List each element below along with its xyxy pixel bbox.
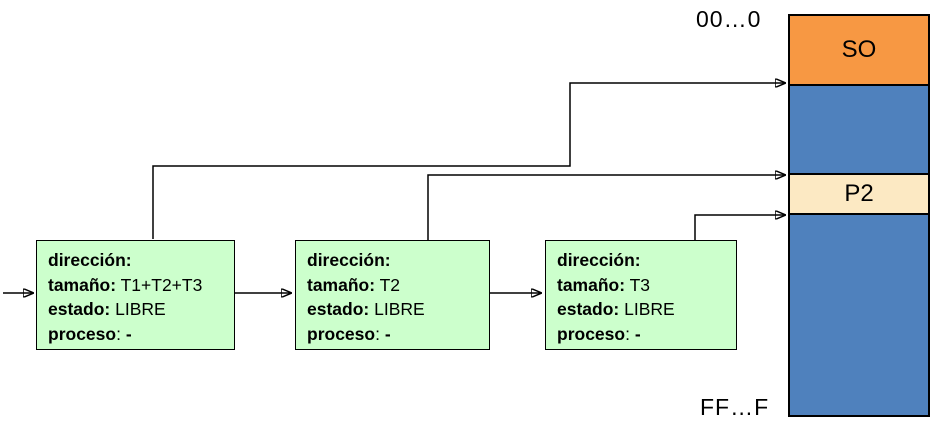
field-row: estado: LIBRE — [48, 297, 234, 322]
field-label: estado: — [557, 299, 620, 319]
field-row: tamaño: T1+T2+T3 — [48, 273, 234, 298]
field-label: dirección: — [557, 250, 641, 270]
field-value: : — [625, 323, 635, 344]
field-value: LIBRE — [369, 299, 425, 319]
memory-segment-p2: P2 — [790, 175, 928, 215]
memory-segment-free-1 — [790, 86, 928, 175]
field-value-dash: - — [125, 323, 132, 344]
memory-map-column: SO P2 — [788, 14, 930, 417]
field-row: proceso: - — [48, 322, 234, 347]
address-label-bottom: FF…F — [700, 394, 770, 420]
field-label: dirección: — [48, 250, 132, 270]
free-block-node-2: dirección: tamaño: T2 estado: LIBRE proc… — [295, 240, 490, 350]
field-value: T1+T2+T3 — [116, 274, 203, 295]
address-label-top: 00…0 — [696, 6, 762, 32]
memory-segment-so: SO — [790, 16, 928, 86]
field-label: estado: — [307, 299, 370, 319]
field-label: tamaño: — [557, 274, 626, 295]
field-label: proceso — [557, 323, 626, 344]
field-row: dirección: — [557, 248, 736, 273]
field-row: tamaño: T3 — [557, 273, 736, 298]
field-row: tamaño: T2 — [307, 273, 489, 298]
pointer-node1-to-memory — [152, 83, 785, 239]
field-row: proceso: - — [307, 322, 489, 347]
field-label: dirección: — [307, 250, 391, 270]
field-row: proceso: - — [557, 322, 736, 347]
field-value: : — [116, 323, 126, 344]
field-value-dash: - — [634, 323, 641, 344]
field-row: dirección: — [307, 248, 489, 273]
field-value: T2 — [375, 274, 401, 295]
field-value: LIBRE — [619, 299, 675, 319]
free-block-node-1: dirección: tamaño: T1+T2+T3 estado: LIBR… — [36, 240, 235, 350]
memory-segment-free-2 — [790, 215, 928, 415]
field-value: T3 — [625, 274, 651, 295]
field-label: tamaño: — [48, 274, 117, 295]
field-value: LIBRE — [110, 299, 166, 319]
field-row: estado: LIBRE — [557, 297, 736, 322]
field-label: tamaño: — [307, 274, 376, 295]
field-value: : — [375, 323, 385, 344]
field-value-dash: - — [384, 323, 391, 344]
field-label: estado: — [48, 299, 111, 319]
field-label: proceso — [48, 323, 117, 344]
field-label: proceso — [307, 323, 376, 344]
field-row: dirección: — [48, 248, 234, 273]
field-row: estado: LIBRE — [307, 297, 489, 322]
free-block-node-3: dirección: tamaño: T3 estado: LIBRE proc… — [545, 240, 737, 350]
